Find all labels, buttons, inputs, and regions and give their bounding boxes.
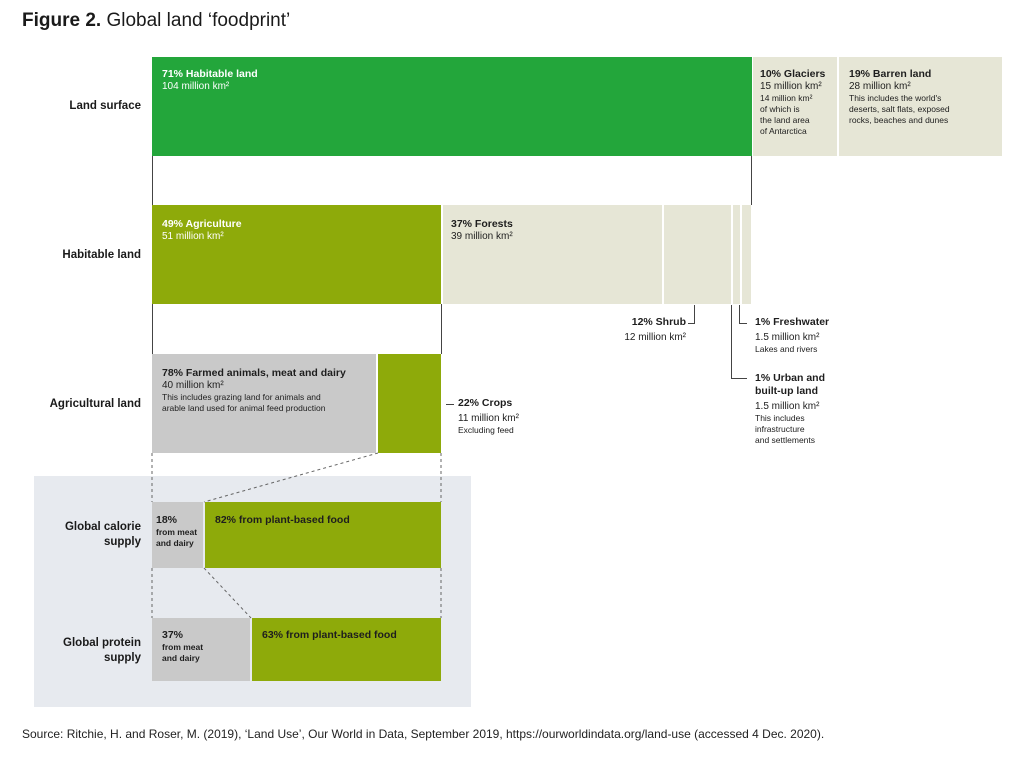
glaciers-note-2: of which is <box>760 104 800 114</box>
block-freshwater <box>733 205 740 304</box>
dash-crops-to-calorie-split <box>203 452 379 503</box>
connector-habitable-right <box>751 156 752 205</box>
urban-leader-h <box>731 378 747 379</box>
urban-note-3: and settlements <box>755 435 816 445</box>
crops-sub: 11 million km² <box>458 413 519 424</box>
figure-title: Figure 2. Global land ‘foodprint’ <box>22 10 290 32</box>
forests-head: 37% Forests <box>451 218 513 230</box>
barren-note-2: deserts, salt flats, exposed <box>849 104 950 114</box>
row-label-calorie-line1: Global calorie <box>64 521 141 533</box>
urban-head-2: built-up land <box>755 385 818 397</box>
source-note: Source: Ritchie, H. and Roser, M. (2019)… <box>22 727 825 741</box>
animals-note-1: This includes grazing land for animals a… <box>162 392 321 402</box>
block-protein-meat: 37% from meat and dairy <box>152 618 250 681</box>
figure-number: Figure 2. <box>22 10 102 31</box>
crops-leader <box>446 404 454 405</box>
connector-habitable-left <box>152 156 153 205</box>
block-shrub <box>664 205 731 304</box>
habitable-land-head: 71% Habitable land <box>162 68 258 80</box>
calorie-plant-head: 82% from plant-based food <box>215 514 350 526</box>
urban-callout: 1% Urban and built-up land 1.5 million k… <box>755 372 865 446</box>
protein-meat-head: 37% <box>162 629 184 641</box>
row-label-calorie-line2: supply <box>103 536 141 548</box>
freshwater-leader-h <box>739 323 747 324</box>
row-label-habitable-land: Habitable land <box>62 249 141 261</box>
urban-leader-v <box>731 305 732 378</box>
shrub-leader-v <box>694 305 695 323</box>
barren-sub: 28 million km² <box>849 81 911 92</box>
barren-note-1: This includes the world's <box>849 93 942 103</box>
dash-calorie-split-to-protein-split <box>203 567 252 619</box>
agriculture-head: 49% Agriculture <box>162 218 242 230</box>
urban-note-1: This includes <box>755 413 805 423</box>
barren-note-3: rocks, beaches and dunes <box>849 115 949 125</box>
protein-meat-note-1: from meat <box>162 642 204 652</box>
block-habitable-land: 71% Habitable land 104 million km² <box>152 57 752 156</box>
freshwater-sub: 1.5 million km² <box>755 332 820 343</box>
block-glaciers: 10% Glaciers 15 million km² 14 million k… <box>753 57 837 156</box>
glaciers-note-1: 14 million km² <box>760 93 813 103</box>
agriculture-sub: 51 million km² <box>162 231 224 242</box>
shrub-callout: 12% Shrub 12 million km² <box>590 316 686 344</box>
calorie-meat-note-1: from meat <box>156 527 198 537</box>
urban-head-1: 1% Urban and <box>755 372 826 384</box>
row-label-calorie-supply: Global calorie supply <box>20 520 141 550</box>
habitable-land-sub: 104 million km² <box>162 81 230 92</box>
block-calorie-plant: 82% from plant-based food <box>205 502 441 568</box>
urban-note-2: infrastructure <box>755 424 805 434</box>
block-urban <box>742 205 751 304</box>
row-label-protein-line1: Global protein <box>63 637 141 649</box>
shrub-head: 12% Shrub <box>631 316 686 328</box>
barren-head: 19% Barren land <box>849 68 932 80</box>
block-crops <box>378 354 441 453</box>
block-protein-plant: 63% from plant-based food <box>252 618 441 681</box>
calorie-meat-note-2: and dairy <box>156 538 194 548</box>
shrub-leader-h <box>688 323 695 324</box>
animals-sub: 40 million km² <box>162 380 224 391</box>
crops-note: Excluding feed <box>458 425 514 435</box>
glaciers-note-4: of Antarctica <box>760 126 807 136</box>
figure-title-text: Global land ‘foodprint’ <box>106 10 291 31</box>
crops-callout: 22% Crops 11 million km² Excluding feed <box>458 397 558 436</box>
glaciers-sub: 15 million km² <box>760 81 822 92</box>
row-label-land-surface: Land surface <box>69 100 141 112</box>
forests-sub: 39 million km² <box>451 231 513 242</box>
freshwater-note: Lakes and rivers <box>755 344 818 354</box>
freshwater-leader-v <box>739 305 740 323</box>
block-agriculture: 49% Agriculture 51 million km² <box>152 205 441 304</box>
block-forests: 37% Forests 39 million km² <box>443 205 662 304</box>
connector-agri-right <box>441 304 442 354</box>
freshwater-head: 1% Freshwater <box>755 316 830 328</box>
row-label-agricultural-land: Agricultural land <box>49 398 141 410</box>
animals-head: 78% Farmed animals, meat and dairy <box>162 367 346 379</box>
glaciers-note-3: the land area <box>760 115 810 125</box>
block-calorie-meat: 18% from meat and dairy <box>152 502 203 568</box>
glaciers-head: 10% Glaciers <box>760 68 826 80</box>
connector-agri-left <box>152 304 153 354</box>
block-barren-land: 19% Barren land 28 million km² This incl… <box>839 57 1002 156</box>
crops-head: 22% Crops <box>458 397 513 409</box>
protein-plant-head: 63% from plant-based food <box>262 629 397 641</box>
protein-meat-note-2: and dairy <box>162 653 200 663</box>
shrub-sub: 12 million km² <box>624 332 686 343</box>
block-farmed-animals: 78% Farmed animals, meat and dairy 40 mi… <box>152 354 376 453</box>
calorie-meat-head: 18% <box>156 514 178 526</box>
row-label-protein-supply: Global protein supply <box>20 636 141 666</box>
urban-sub: 1.5 million km² <box>755 401 820 412</box>
freshwater-callout: 1% Freshwater 1.5 million km² Lakes and … <box>755 316 865 355</box>
row-label-protein-line2: supply <box>103 652 141 664</box>
animals-note-2: arable land used for animal feed product… <box>162 403 326 413</box>
